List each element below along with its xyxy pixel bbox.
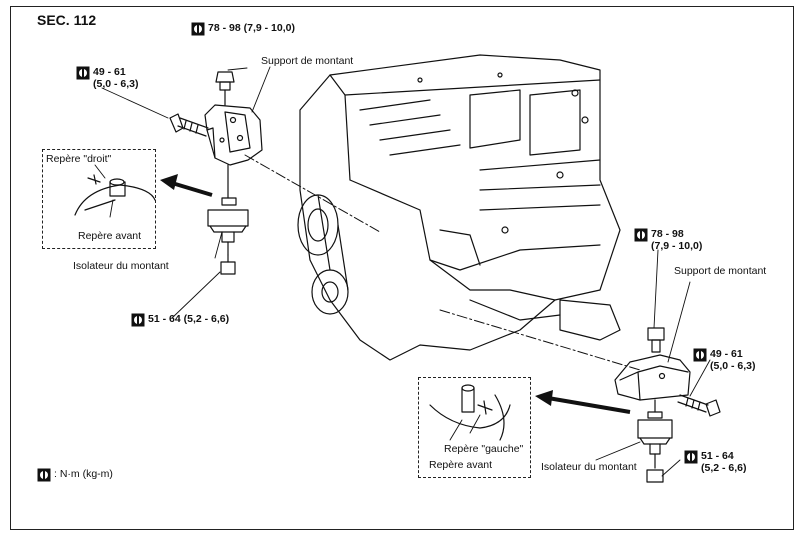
- right-isolator: [637, 399, 673, 469]
- right-top-nut: [647, 327, 665, 353]
- mark-front-label-right: Repère avant: [429, 459, 493, 471]
- torque-value: 51 - 64 (5,2 - 6,6): [148, 313, 230, 325]
- mark-front-label-left: Repère avant: [78, 230, 142, 242]
- legend: : N·m (kg-m): [37, 468, 113, 482]
- torque-wrench-icon: [37, 468, 51, 482]
- right-bolt: [677, 394, 721, 417]
- torque-left-lower-nut: 51 - 64 (5,2 - 6,6): [131, 313, 229, 327]
- torque-wrench-icon: [634, 228, 648, 242]
- left-isolator: [207, 164, 249, 256]
- torque-value-line2: (5,0 - 6,3): [93, 78, 139, 90]
- torque-right-bolt: 49 - 61 (5,0 - 6,3): [693, 348, 756, 372]
- right-detail-sketch: [429, 384, 511, 441]
- torque-top-nut: 78 - 98 (7,9 - 10,0): [191, 22, 295, 36]
- diagram-frame: [10, 6, 794, 530]
- torque-wrench-icon: [693, 348, 707, 362]
- torque-value-line2: (5,0 - 6,3): [710, 360, 756, 372]
- torque-value-line1: 49 - 61: [710, 348, 743, 360]
- right-bracket: [614, 354, 691, 401]
- torque-value-line1: 78 - 98: [651, 228, 684, 240]
- engine-block: [297, 54, 621, 361]
- right-lower-nut: [646, 469, 664, 483]
- torque-value-line2: (5,2 - 6,6): [701, 462, 747, 474]
- torque-wrench-icon: [76, 66, 90, 80]
- left-detail-sketch: [74, 164, 156, 218]
- detail-box-left: [42, 149, 156, 249]
- torque-value-line1: 51 - 64: [701, 450, 734, 462]
- section-title: SEC. 112: [37, 12, 97, 28]
- torque-left-bolt: 49 - 61 (5,0 - 6,3): [76, 66, 139, 90]
- mark-left-label: Repère "gauche": [444, 443, 524, 455]
- left-bolt: [169, 113, 209, 137]
- isolator-label-right: Isolateur du montant: [541, 461, 637, 473]
- left-bracket: [204, 104, 263, 166]
- torque-value: 78 - 98 (7,9 - 10,0): [208, 22, 295, 34]
- left-lower-nut: [220, 254, 236, 275]
- support-label-left: Support de montant: [261, 55, 354, 67]
- detail-box-right: [418, 377, 531, 478]
- torque-value-line1: 49 - 61: [93, 66, 126, 78]
- arrow-right: [535, 390, 631, 414]
- support-label-right: Support de montant: [674, 265, 767, 277]
- left-top-nut: [215, 71, 235, 106]
- torque-right-top-nut: 78 - 98 (7,9 - 10,0): [634, 228, 702, 252]
- mark-right-label: Repère "droit": [46, 153, 112, 165]
- arrow-left: [160, 174, 213, 197]
- torque-wrench-icon: [131, 313, 145, 327]
- isolator-label-left: Isolateur du montant: [73, 260, 169, 272]
- torque-right-lower-nut: 51 - 64 (5,2 - 6,6): [684, 450, 747, 474]
- torque-wrench-icon: [191, 22, 205, 36]
- torque-value-line2: (7,9 - 10,0): [651, 240, 703, 252]
- torque-wrench-icon: [684, 450, 698, 464]
- legend-text: : N·m (kg-m): [54, 468, 113, 480]
